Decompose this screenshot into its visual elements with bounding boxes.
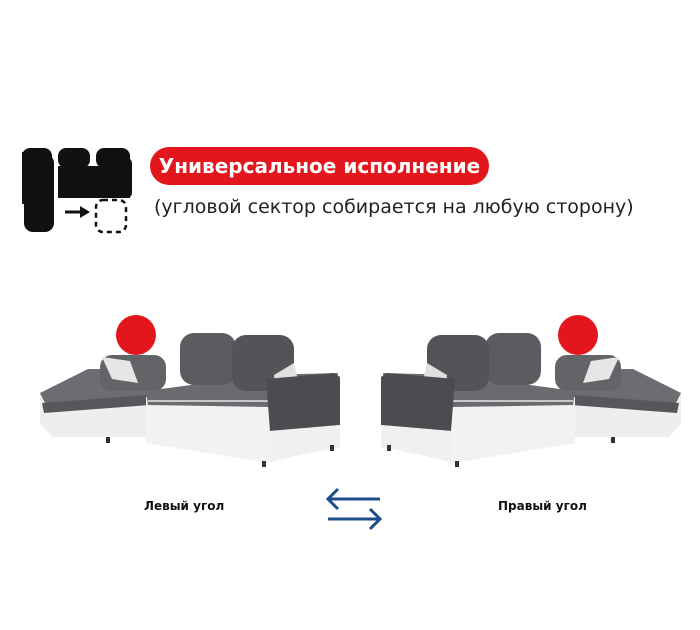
universal-badge: Универсальное исполнение xyxy=(150,147,489,185)
right-corner-sofa-image xyxy=(381,315,681,467)
corner-sofa-icon xyxy=(22,148,132,234)
swap-arrows-icon xyxy=(325,487,383,531)
left-corner-sofa-image xyxy=(40,315,340,467)
right-corner-label: Правый угол xyxy=(498,499,587,513)
subtitle: (угловой сектор собирается на любую стор… xyxy=(154,196,634,218)
left-corner-label: Левый угол xyxy=(144,499,225,513)
